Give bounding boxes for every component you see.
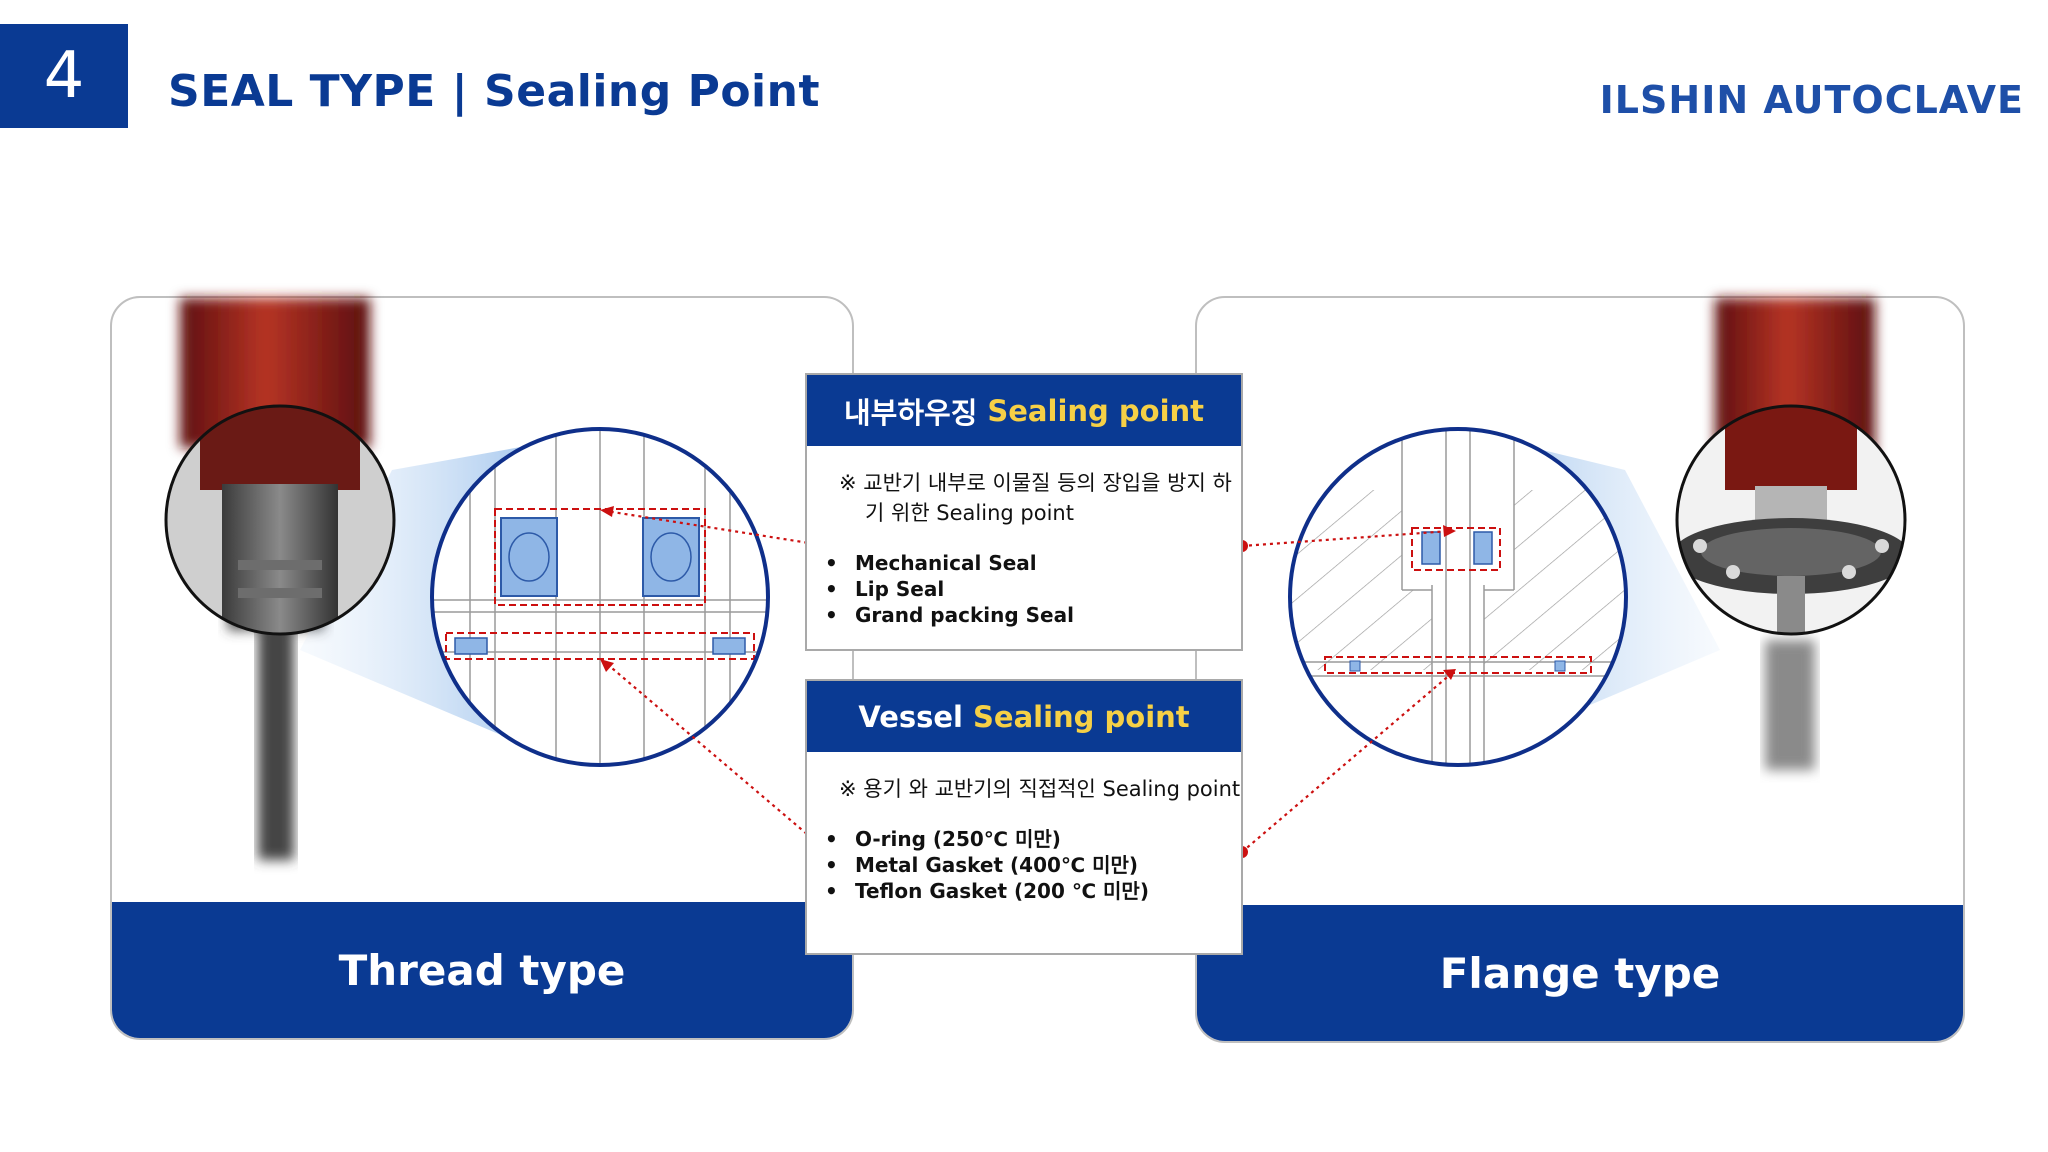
internal-sealing-note: ※ 교반기 내부로 이물질 등의 장입을 방지 하기 위한 Sealing po… [839, 471, 1232, 525]
vessel-sealing-note: ※ 용기 와 교반기의 직접적인 Sealing point [839, 777, 1241, 801]
page-title: SEAL TYPE | Sealing Point [168, 66, 820, 117]
flange-type-label: Flange type [1439, 948, 1721, 998]
internal-sealing-box: 내부하우징 Sealing point ※ 교반기 내부로 이물질 등의 장입을… [805, 373, 1243, 651]
leader-lines [605, 509, 1453, 853]
list-item: O-ring (250℃ 미만) [823, 826, 1241, 852]
internal-sealing-title-accent: Sealing point [987, 393, 1205, 428]
internal-seal-list: Mechanical Seal Lip Seal Grand packing S… [823, 550, 1241, 628]
flange-zoom-inset [1675, 404, 1907, 636]
list-item: Lip Seal [823, 576, 1241, 602]
vessel-sealing-title-accent: Sealing point [973, 699, 1190, 734]
brand-logo: ILSHIN AUTOCLAVE [1599, 78, 2024, 122]
list-item: Teflon Gasket (200 ℃ 미만) [823, 878, 1241, 904]
thread-section-drawing [430, 427, 770, 767]
internal-sealing-title: 내부하우징 [843, 395, 978, 430]
flange-section-drawing [1288, 427, 1628, 767]
section-number-badge: 4 [0, 24, 128, 128]
list-item: Grand packing Seal [823, 602, 1241, 628]
vessel-sealing-header: Vessel Sealing point [807, 681, 1241, 752]
thread-type-footer: Thread type [112, 902, 852, 1038]
vessel-seal-list: O-ring (250℃ 미만) Metal Gasket (400℃ 미만) … [823, 826, 1241, 904]
list-item: Metal Gasket (400℃ 미만) [823, 852, 1241, 878]
internal-sealing-header: 내부하우징 Sealing point [807, 375, 1241, 446]
vessel-sealing-title: Vessel [858, 699, 964, 734]
vessel-sealing-box: Vessel Sealing point ※ 용기 와 교반기의 직접적인 Se… [805, 679, 1243, 955]
thread-type-label: Thread type [338, 945, 626, 995]
thread-zoom-inset [164, 404, 396, 636]
list-item: Mechanical Seal [823, 550, 1241, 576]
flange-type-footer: Flange type [1197, 905, 1963, 1041]
